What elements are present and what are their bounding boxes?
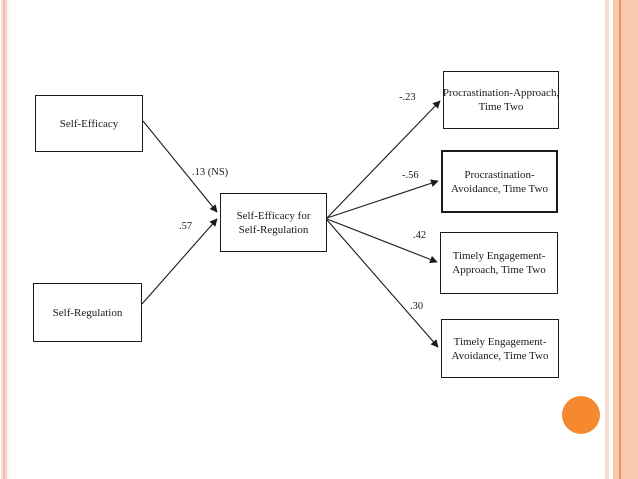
- box-timely-avoidance-label-line2: Avoidance, Time Two: [451, 349, 549, 362]
- left-border-stripes: [0, 0, 9, 479]
- box-center-label-line1: Self-Efficacy for: [236, 209, 311, 222]
- coefficient-center-to-timely-approach: .42: [413, 230, 427, 241]
- coefficient-sr-to-center: .57: [179, 221, 193, 232]
- box-self-efficacy-for-self-regulation: Self-Efficacy for Self-Regulation: [220, 193, 327, 252]
- box-proc-approach-label-line1: Procrastination-Approach,: [442, 87, 560, 99]
- box-timely-engagement-approach: Timely Engagement- Approach, Time Two: [440, 232, 558, 294]
- box-self-regulation: Self-Regulation: [33, 283, 142, 342]
- box-center-label-line2: Self-Regulation: [238, 223, 309, 236]
- box-self-regulation-label: Self-Regulation: [52, 306, 123, 319]
- arrow-self-regulation-to-center: [141, 218, 218, 305]
- box-self-efficacy-label: Self-Efficacy: [59, 117, 119, 130]
- box-timely-avoidance-label-line1: Timely Engagement-: [453, 335, 547, 348]
- box-self-efficacy: Self-Efficacy: [35, 95, 143, 152]
- arrow-center-to-proc-avoidance: [326, 179, 439, 219]
- arrow-center-to-timely-approach: [326, 218, 438, 264]
- box-proc-avoidance-label-line1: Procrastination-: [464, 168, 535, 181]
- coefficient-center-to-timely-avoidance: .30: [410, 301, 424, 312]
- box-timely-engagement-avoidance: Timely Engagement- Avoidance, Time Two: [441, 319, 559, 378]
- coefficient-se-to-center: .13 (NS): [192, 167, 229, 178]
- arrow-self-efficacy-to-center: [142, 120, 218, 213]
- coefficient-center-to-proc-avoidance: -.56: [402, 170, 419, 181]
- box-procrastination-approach: Procrastination-Approach, Time Two: [443, 71, 559, 129]
- accent-circle: [562, 396, 600, 434]
- box-proc-approach-label-line2: Time Two: [478, 101, 524, 113]
- arrow-center-to-timely-avoidance: [326, 219, 439, 348]
- box-timely-approach-label-line1: Timely Engagement-: [452, 250, 546, 262]
- box-timely-approach-label-line2: Approach, Time Two: [452, 264, 546, 276]
- right-border-thin-stripe: [605, 0, 609, 479]
- coefficient-center-to-proc-approach: -.23: [399, 92, 416, 103]
- box-procrastination-avoidance: Procrastination- Avoidance, Time Two: [441, 150, 558, 213]
- right-border-band: [613, 0, 638, 479]
- box-proc-avoidance-label-line2: Avoidance, Time Two: [451, 182, 548, 195]
- arrow-center-to-proc-approach: [326, 100, 441, 219]
